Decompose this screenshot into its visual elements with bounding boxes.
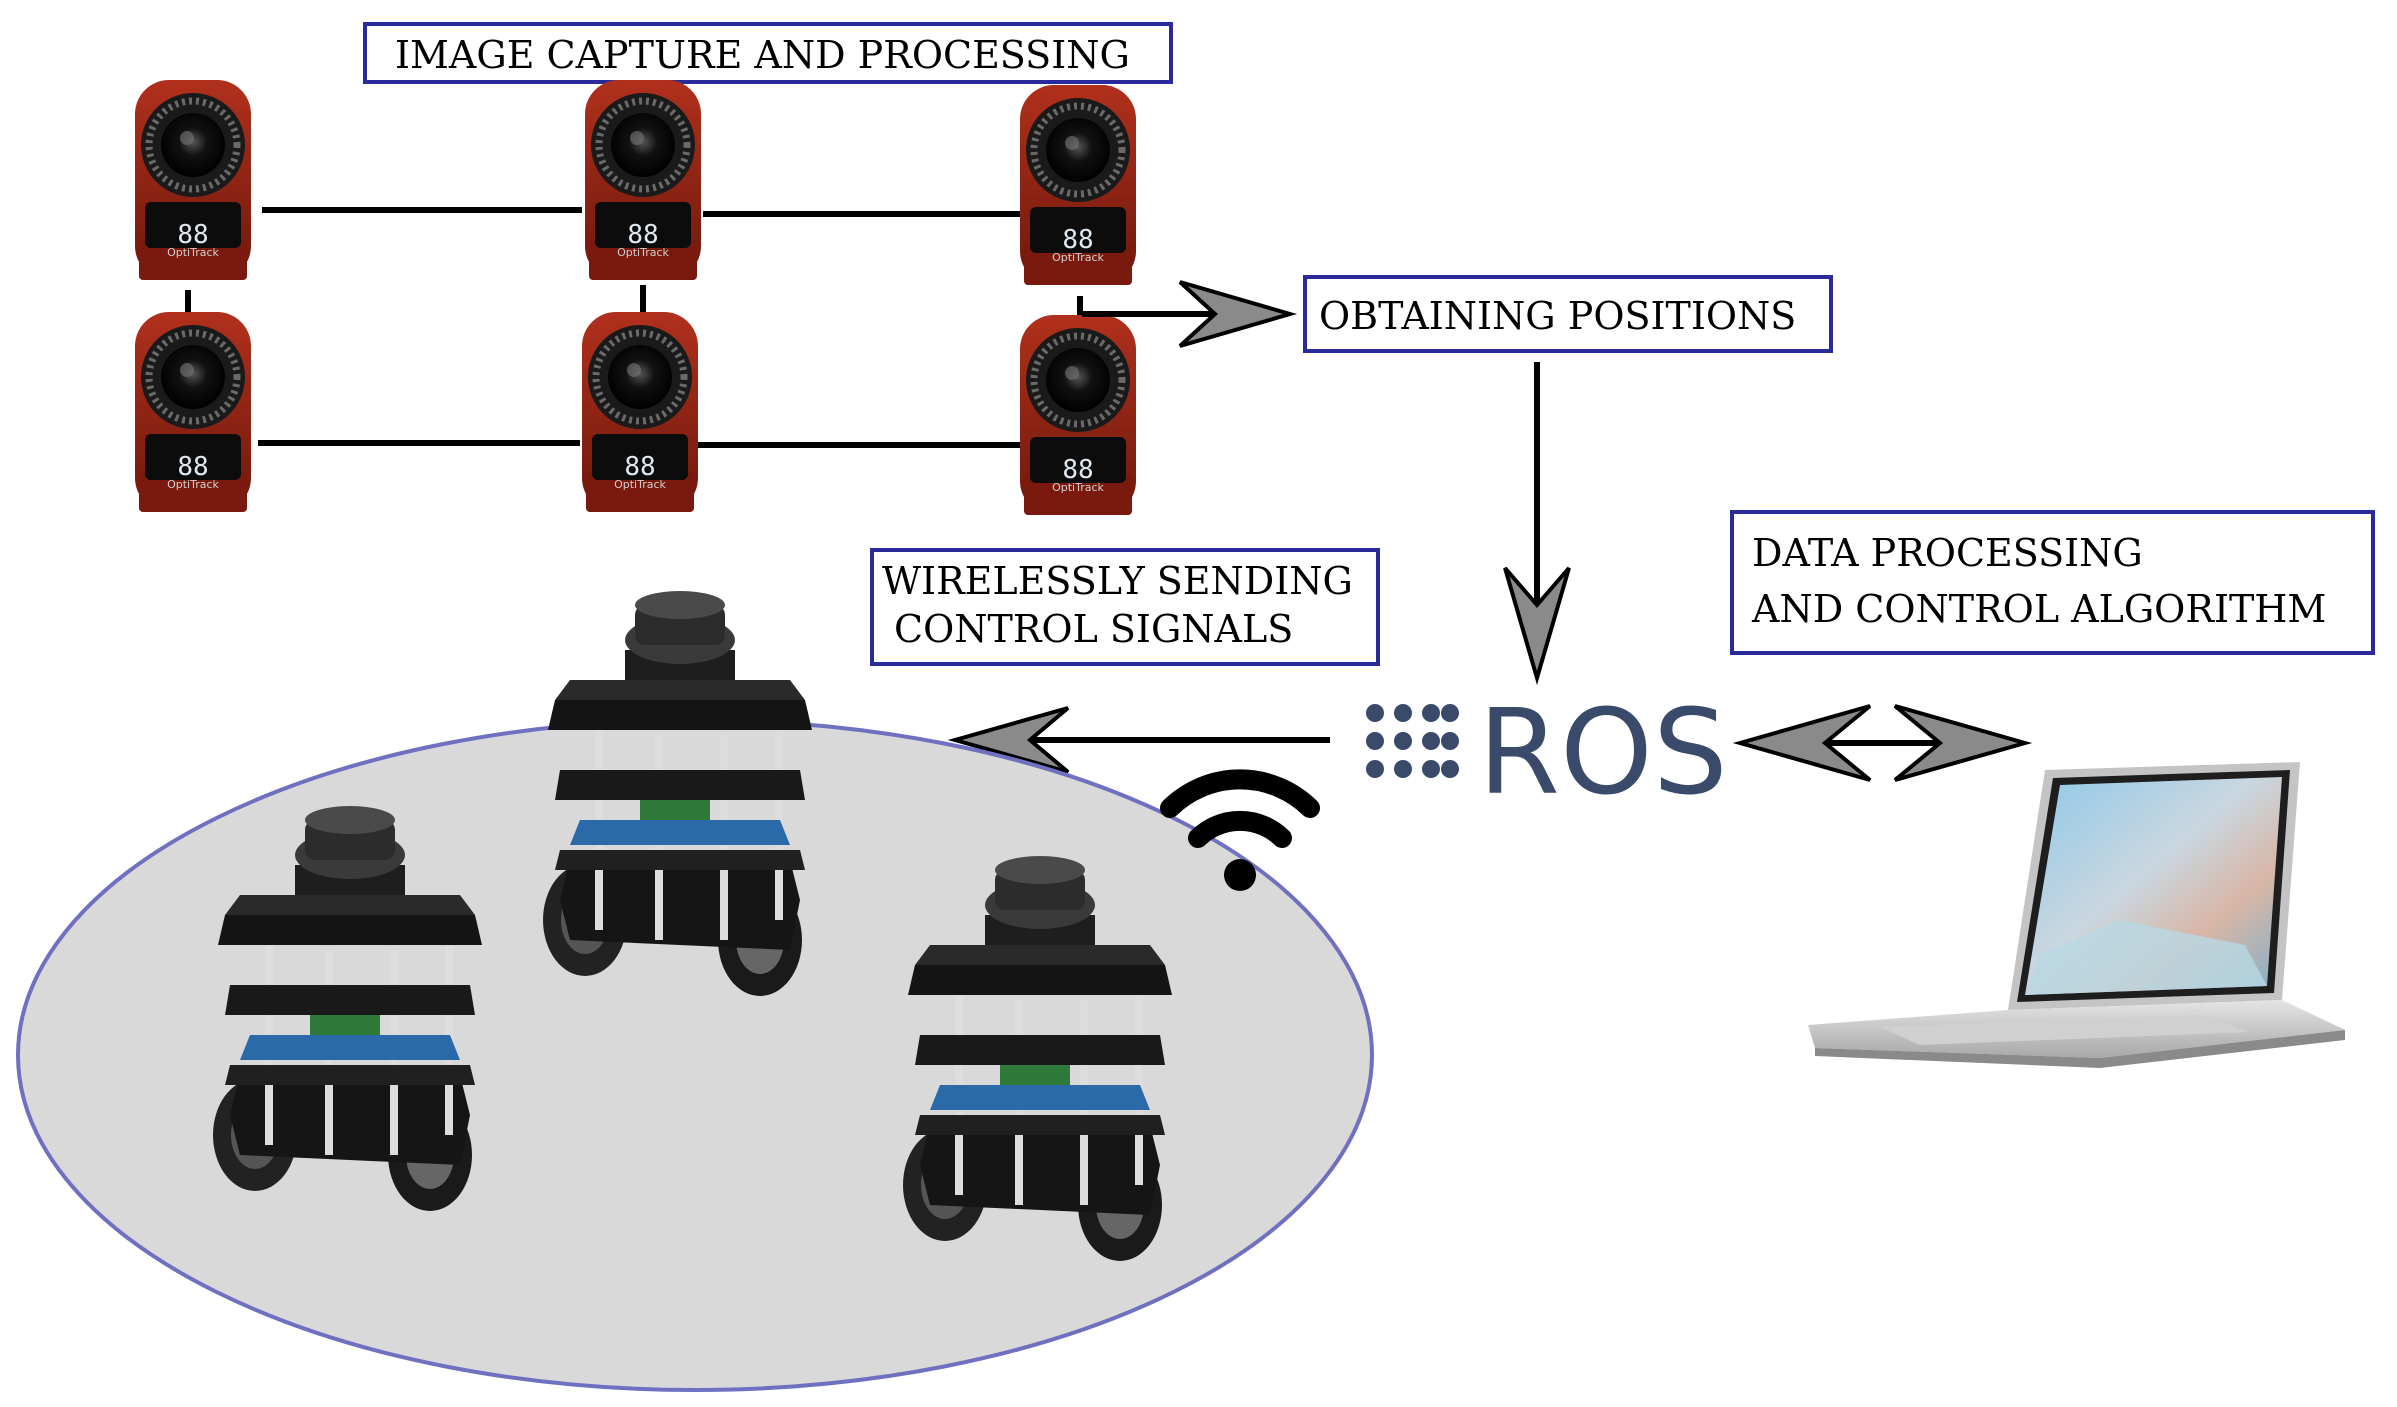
camera-display: 88 xyxy=(177,452,208,482)
bidirectional-arrow xyxy=(1732,704,2033,782)
camera-brand: OptiTrack xyxy=(167,246,219,259)
camera-brand: OptiTrack xyxy=(1052,481,1104,494)
wireless-line-1: WIRELESSLY SENDING xyxy=(882,559,1353,603)
robot-top xyxy=(543,591,812,996)
wireless-line-2: CONTROL SIGNALS xyxy=(894,606,1294,651)
camera-display: 88 xyxy=(177,220,208,250)
camera-display: 88 xyxy=(1062,455,1093,485)
ros-text: ROS xyxy=(1478,683,1728,821)
camera-display: 88 xyxy=(624,452,655,482)
arrow-to-obtaining-positions xyxy=(1082,280,1298,348)
data-processing-line-1: DATA PROCESSING xyxy=(1752,531,2143,575)
arrow-to-robots xyxy=(947,706,1330,774)
ros-logo: ROS xyxy=(1366,683,1728,821)
wifi-icon xyxy=(1160,769,1320,891)
image-capture-text: IMAGE CAPTURE AND PROCESSING xyxy=(395,33,1130,77)
ros-dots-icon xyxy=(1366,704,1459,778)
obtaining-positions-text: OBTAINING POSITIONS xyxy=(1319,294,1797,338)
image-capture-label: IMAGE CAPTURE AND PROCESSING xyxy=(363,22,1173,84)
camera-brand: OptiTrack xyxy=(1052,251,1104,264)
camera-display: 88 xyxy=(627,220,658,250)
camera-brand: OptiTrack xyxy=(614,478,666,491)
camera-brand: OptiTrack xyxy=(167,478,219,491)
data-processing-line-2: AND CONTROL ALGORITHM xyxy=(1752,586,2327,631)
camera-brand: OptiTrack xyxy=(617,246,669,259)
camera-display: 88 xyxy=(1062,225,1093,255)
laptop-icon xyxy=(1808,762,2345,1068)
obtaining-positions-label: OBTAINING POSITIONS xyxy=(1303,275,1833,353)
arrow-to-ros xyxy=(1503,362,1571,686)
data-processing-label: DATA PROCESSING AND CONTROL ALGORITHM xyxy=(1730,510,2375,655)
wireless-sending-label: WIRELESSLY SENDING CONTROL SIGNALS xyxy=(870,548,1380,666)
camera-network-lines xyxy=(185,207,1083,448)
